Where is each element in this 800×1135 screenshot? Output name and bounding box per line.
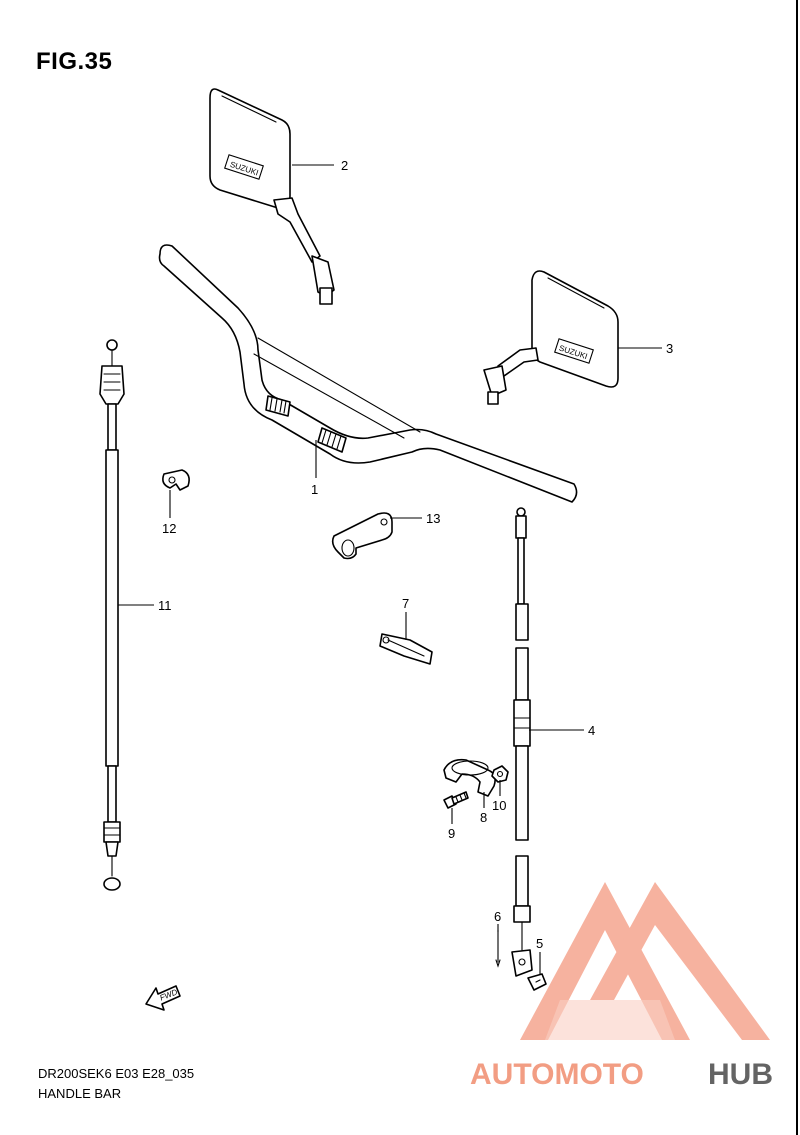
page-border bbox=[796, 0, 798, 1135]
part-7-clip bbox=[379, 633, 433, 665]
figure-title: FIG.35 bbox=[36, 48, 113, 75]
part-11-cable bbox=[99, 339, 125, 891]
fwd-direction-arrow: FWD bbox=[145, 985, 181, 1011]
watermark-logo: AUTOMOTO HUB bbox=[470, 882, 773, 1091]
part-10-nut bbox=[491, 765, 509, 783]
callout-3: 3 bbox=[666, 341, 673, 356]
part-8-clamp bbox=[443, 758, 496, 797]
callout-1: 1 bbox=[311, 482, 318, 497]
bar-knurl-left bbox=[265, 395, 291, 417]
part-13-bracket bbox=[331, 512, 393, 560]
callout-labels: 1 2 3 4 5 6 7 8 9 10 11 12 13 bbox=[158, 158, 673, 951]
callout-10: 10 bbox=[492, 798, 506, 813]
callout-9: 9 bbox=[448, 826, 455, 841]
callout-12: 12 bbox=[162, 521, 176, 536]
callout-7: 7 bbox=[402, 596, 409, 611]
part-2-left-mirror: SUZUKI bbox=[209, 88, 335, 305]
part-3-right-mirror: SUZUKI bbox=[483, 270, 619, 405]
figure-name: HANDLE BAR bbox=[38, 1086, 122, 1101]
part-9-screw bbox=[443, 791, 469, 809]
part-12-clamp bbox=[162, 469, 190, 491]
part-1-handle-bar bbox=[158, 244, 578, 503]
figure-code: DR200SEK6 E03 E28_035 bbox=[38, 1066, 195, 1081]
callout-5: 5 bbox=[536, 936, 543, 951]
callout-13: 13 bbox=[426, 511, 440, 526]
callout-2: 2 bbox=[341, 158, 348, 173]
callout-11: 11 bbox=[158, 598, 172, 613]
part-6-pin bbox=[495, 929, 501, 968]
watermark-text-dark: HUB bbox=[708, 1058, 773, 1091]
callout-6: 6 bbox=[494, 909, 501, 924]
leader-lines bbox=[118, 164, 662, 974]
bar-knurl-right bbox=[317, 427, 347, 453]
callout-8: 8 bbox=[480, 810, 487, 825]
part-4-cable bbox=[511, 507, 533, 977]
callout-4: 4 bbox=[588, 723, 595, 738]
watermark-text-light: AUTOMOTO bbox=[470, 1058, 644, 1091]
part-5-bolt bbox=[527, 973, 547, 991]
